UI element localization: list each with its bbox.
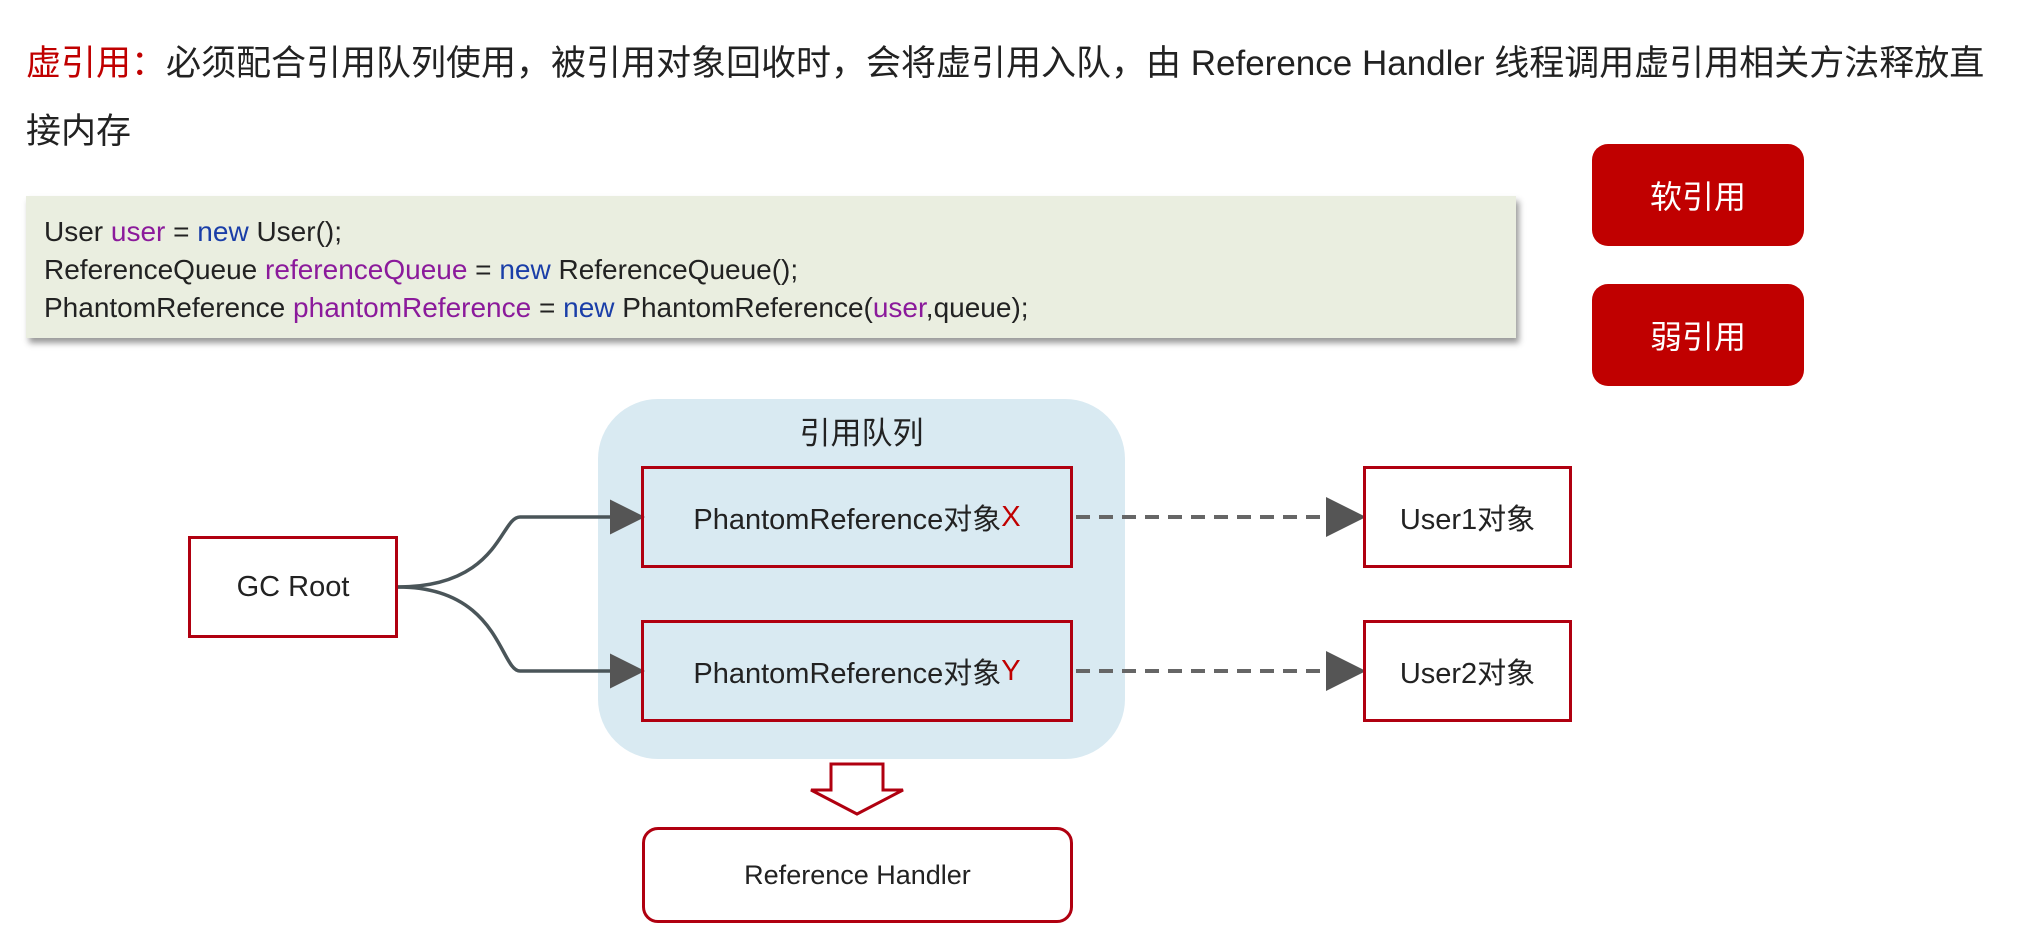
code-token: = bbox=[467, 254, 500, 285]
code-token: = bbox=[165, 216, 198, 247]
code-token: ReferenceQueue(); bbox=[550, 254, 799, 285]
gc-root-node: GC Root bbox=[188, 536, 398, 638]
heading: 虚引用：必须配合引用队列使用，被引用对象回收时，会将虚引用入队，由 Refere… bbox=[26, 30, 2016, 166]
user1-node: User1对象 bbox=[1363, 466, 1572, 568]
reference-queue-container bbox=[598, 399, 1125, 759]
code-line-1: User user = new User(); bbox=[44, 213, 1516, 251]
code-variable: user bbox=[110, 216, 166, 247]
gc-root-to-y-arrow bbox=[397, 585, 645, 689]
code-token: = bbox=[531, 292, 564, 323]
gc-root-to-x-arrow bbox=[397, 499, 645, 589]
soft-reference-button[interactable]: 软引用 bbox=[1592, 144, 1804, 246]
code-line-2: ReferenceQueue referenceQueue = new Refe… bbox=[44, 251, 1516, 289]
code-keyword: new bbox=[563, 292, 615, 323]
code-token: User bbox=[44, 216, 111, 247]
code-token: ,queue); bbox=[925, 292, 1029, 323]
code-line-3: PhantomReference phantomReference = new … bbox=[44, 289, 1516, 327]
node-suffix: Y bbox=[1001, 654, 1021, 687]
heading-text: 必须配合引用队列使用，被引用对象回收时，会将虚引用入队，由 Reference … bbox=[26, 44, 1985, 151]
node-suffix: X bbox=[1001, 500, 1021, 533]
user2-node: User2对象 bbox=[1363, 620, 1572, 722]
code-token: User(); bbox=[248, 216, 342, 247]
reference-queue-title: 引用队列 bbox=[799, 416, 924, 451]
code-variable: phantomReference bbox=[293, 292, 532, 323]
code-variable: user bbox=[872, 292, 926, 323]
heading-term: 虚引用： bbox=[26, 44, 167, 83]
code-token: PhantomReference( bbox=[614, 292, 873, 323]
weak-reference-button[interactable]: 弱引用 bbox=[1592, 284, 1804, 386]
code-variable: referenceQueue bbox=[265, 254, 468, 285]
code-token: PhantomReference bbox=[44, 292, 294, 323]
node-label: PhantomReference对象 bbox=[693, 504, 1002, 536]
code-block: User user = new User(); ReferenceQueue r… bbox=[26, 196, 1516, 338]
node-label: PhantomReference对象 bbox=[693, 658, 1002, 690]
code-keyword: new bbox=[499, 254, 551, 285]
code-token: ReferenceQueue bbox=[44, 254, 266, 285]
code-keyword: new bbox=[197, 216, 249, 247]
reference-handler-node: Reference Handler bbox=[642, 827, 1073, 923]
down-arrow-icon bbox=[810, 762, 904, 816]
